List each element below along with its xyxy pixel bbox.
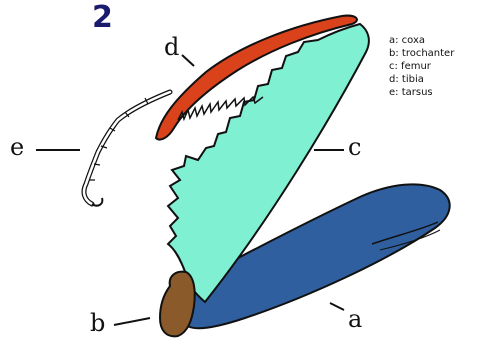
legend: a: coxa b: trochanter c: femur d: tibia … bbox=[389, 34, 454, 99]
legend-item-trochanter: b: trochanter bbox=[389, 47, 454, 60]
label-c: c bbox=[348, 134, 361, 160]
label-d: d bbox=[164, 34, 179, 60]
label-line-d bbox=[182, 55, 194, 66]
label-line-a bbox=[330, 303, 344, 310]
label-e: e bbox=[10, 134, 24, 160]
label-a: a bbox=[348, 306, 362, 332]
label-line-b bbox=[114, 318, 150, 325]
tarsus-segment bbox=[84, 92, 170, 204]
label-b: b bbox=[90, 310, 105, 336]
legend-item-coxa: a: coxa bbox=[389, 34, 454, 47]
legend-item-tibia: d: tibia bbox=[389, 73, 454, 86]
tarsus-inner bbox=[84, 92, 170, 204]
tarsal-claw bbox=[92, 198, 102, 206]
legend-item-tarsus: e: tarsus bbox=[389, 86, 454, 99]
tarsus-joints bbox=[89, 98, 148, 180]
legend-item-femur: c: femur bbox=[389, 60, 454, 73]
